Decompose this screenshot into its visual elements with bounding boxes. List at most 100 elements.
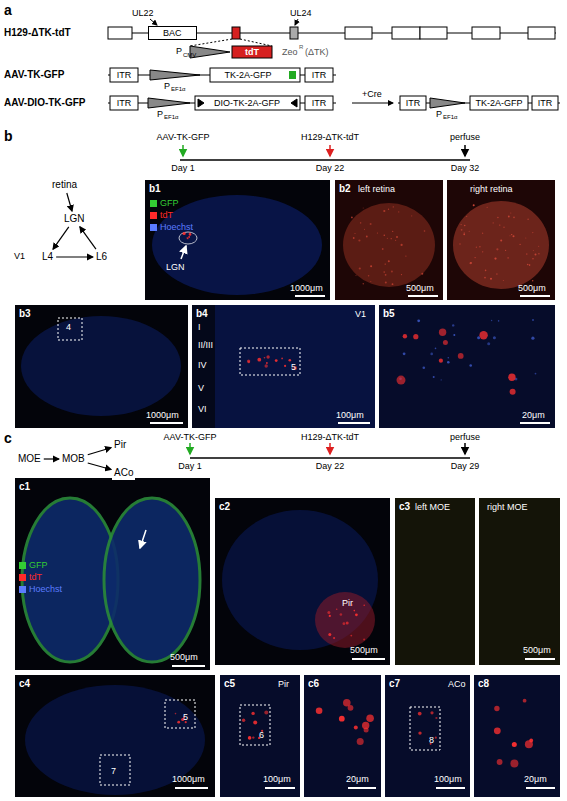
labeled-cell — [393, 206, 394, 207]
labeled-cell — [452, 324, 454, 326]
text-label: ITR — [312, 70, 327, 80]
circuit-arrow — [44, 458, 59, 459]
labeled-cell — [535, 254, 537, 256]
labeled-cell — [496, 248, 498, 250]
labeled-cell — [523, 699, 527, 703]
legend-entry: Hoechst — [19, 584, 62, 595]
labeled-cell — [503, 280, 504, 281]
labeled-cell — [435, 717, 437, 719]
labeled-cell — [336, 609, 338, 611]
text-label: P — [176, 46, 182, 56]
text-label: b1 — [149, 183, 161, 195]
node-text: MOE — [18, 453, 41, 464]
labeled-cell — [421, 273, 423, 275]
text-label: V1 — [355, 309, 366, 319]
text-label: R — [299, 44, 303, 51]
labeled-cell — [363, 604, 365, 606]
labeled-cell — [464, 232, 465, 233]
node-text: L4 — [42, 251, 53, 262]
text-label: b — [4, 128, 13, 144]
text-label: TK-2A-GFP — [224, 70, 271, 80]
labeled-cell — [461, 229, 463, 231]
labeled-cell — [538, 246, 539, 247]
labeled-cell — [343, 622, 346, 625]
labeled-cell — [281, 358, 283, 360]
text-label: c1 — [19, 481, 30, 493]
labeled-cell — [448, 357, 450, 359]
legend-text: tdT — [160, 210, 173, 220]
text-label: b3 — [19, 308, 31, 320]
text-label: 1000μm — [172, 774, 205, 784]
node-text: ACo — [114, 467, 133, 478]
legend-text: Hoechst — [29, 584, 62, 594]
text-label: 5 — [183, 712, 188, 722]
labeled-cell — [498, 320, 500, 322]
legend-swatch — [150, 200, 157, 207]
labeled-cell — [354, 610, 356, 612]
labeled-cell — [497, 217, 499, 219]
labeled-cell — [424, 230, 426, 232]
text-label: AAV-DIO-TK-GFP — [4, 97, 85, 109]
legend-swatch — [19, 574, 26, 581]
labeled-cell — [510, 213, 511, 214]
circuit-arrow — [80, 227, 96, 249]
labeled-cell — [435, 737, 437, 739]
labeled-cell — [494, 706, 499, 711]
labeled-cell — [459, 243, 461, 245]
labeled-cell — [284, 365, 286, 367]
labeled-cell — [463, 234, 465, 236]
circuit-node: MOB — [60, 452, 87, 466]
labeled-cell — [439, 329, 446, 336]
labeled-cell — [508, 374, 515, 381]
text-label: I — [198, 322, 201, 332]
text-label: c3 — [399, 501, 410, 513]
labeled-cell — [251, 712, 254, 715]
labeled-cell — [403, 334, 407, 338]
labeled-cell — [511, 234, 512, 235]
labeled-cell — [494, 258, 496, 260]
text-label: c6 — [308, 678, 319, 690]
text-label: 4 — [66, 322, 71, 332]
labeled-cell — [183, 232, 186, 235]
labeled-cell — [507, 257, 509, 259]
labeled-cell — [423, 367, 426, 370]
labeled-cell — [531, 337, 534, 340]
text-label: Pir — [278, 679, 289, 689]
text-label: V — [198, 383, 204, 393]
labeled-cell — [482, 233, 483, 234]
text-label: AAV-TK-GFP — [4, 69, 64, 81]
text-label: 100μm — [263, 774, 291, 784]
legend-text: GFP — [160, 198, 179, 208]
labeled-cell — [529, 264, 531, 266]
circuit-arrow — [53, 227, 69, 249]
legend-entry: Hoechst — [150, 222, 193, 233]
circuit-arrow — [56, 256, 93, 257]
labeled-cell — [264, 711, 268, 715]
labeled-cell — [533, 250, 534, 251]
labeled-cell — [289, 359, 292, 362]
labeled-cell — [384, 234, 386, 236]
node-text: BAC — [163, 28, 182, 38]
labeled-cell — [175, 713, 177, 715]
labeled-cell — [391, 238, 392, 239]
text-label: V1 — [14, 251, 25, 261]
circuit-arrow — [67, 193, 72, 211]
circuit-node: ACo — [112, 466, 135, 480]
legend-entry: tdT — [150, 210, 173, 221]
text-label: 100μm — [434, 774, 462, 784]
labeled-cell — [362, 722, 369, 729]
text-label: AAV-TK-GFP — [164, 432, 217, 442]
text-label: 500μm — [406, 283, 434, 293]
labeled-cell — [328, 633, 331, 636]
text-label: c8 — [478, 678, 489, 690]
labeled-cell — [513, 216, 515, 218]
labeled-cell — [458, 353, 464, 359]
text-label: Day 1 — [171, 163, 195, 173]
text-label: c2 — [219, 501, 230, 513]
labeled-cell — [494, 727, 501, 734]
legend-swatch — [19, 586, 26, 593]
legend-entry: GFP — [19, 560, 48, 571]
labeled-cell — [487, 207, 488, 208]
text-label: Day 22 — [316, 461, 345, 471]
text-label: 8 — [429, 735, 434, 745]
